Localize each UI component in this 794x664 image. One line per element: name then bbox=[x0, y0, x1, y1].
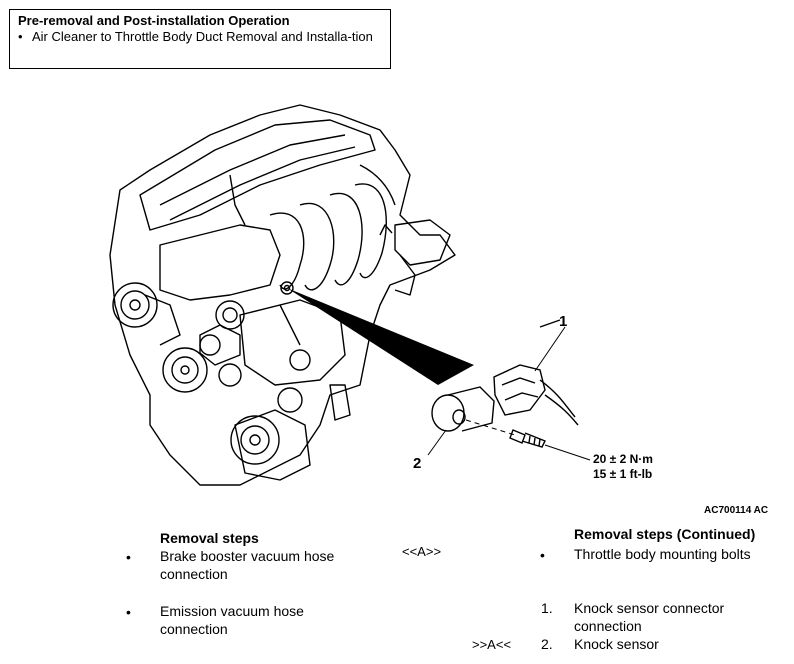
step-bullet: • bbox=[126, 604, 131, 620]
knock-sensor-drawing bbox=[431, 386, 495, 432]
step-number-2: 2. bbox=[541, 636, 553, 652]
leader-line-torque bbox=[544, 444, 591, 461]
leader-line-1 bbox=[534, 326, 566, 372]
removal-steps-heading: Removal steps bbox=[160, 530, 259, 546]
step-text-line: connection bbox=[160, 621, 228, 637]
step-brake-booster-hose: Brake booster vacuum hose connection bbox=[160, 547, 334, 583]
removal-steps-continued-heading: Removal steps (Continued) bbox=[574, 526, 756, 542]
step-number-1: 1. bbox=[541, 600, 553, 616]
callout-2: 2 bbox=[413, 455, 422, 472]
step-text-line: Throttle body mounting bolts bbox=[574, 546, 751, 562]
pre-removal-box: Pre-removal and Post-installation Operat… bbox=[9, 9, 391, 69]
callout-1: 1 bbox=[559, 313, 568, 330]
torque-nm: 20 ± 2 N·m bbox=[593, 452, 653, 466]
step-text-line: Emission vacuum hose bbox=[160, 603, 304, 619]
step-text-line: connection bbox=[160, 566, 228, 582]
bolt-drawing bbox=[509, 429, 546, 448]
step-bullet: • bbox=[126, 549, 131, 565]
pre-removal-title: Pre-removal and Post-installation Operat… bbox=[18, 13, 290, 28]
step-text-line: Knock sensor connector bbox=[574, 600, 725, 616]
step-text-line: Knock sensor bbox=[574, 636, 659, 652]
leader-line-2 bbox=[427, 429, 447, 456]
step-throttle-body-bolts: Throttle body mounting bolts bbox=[574, 545, 751, 563]
engine-knock-sensor-illustration bbox=[109, 104, 591, 486]
pre-removal-item: • Air Cleaner to Throttle Body Duct Remo… bbox=[18, 29, 382, 44]
step-text-line: connection bbox=[574, 618, 642, 634]
knock-sensor-connector-drawing bbox=[493, 319, 579, 426]
service-point-tag-a-install: >>A<< bbox=[472, 637, 512, 652]
step-text-line: Brake booster vacuum hose bbox=[160, 548, 335, 564]
step-emission-hose: Emission vacuum hose connection bbox=[160, 602, 304, 638]
pre-removal-item-text: Air Cleaner to Throttle Body Duct Remova… bbox=[32, 29, 373, 44]
step-knock-sensor: Knock sensor bbox=[574, 635, 659, 653]
step-bullet: • bbox=[540, 547, 545, 563]
service-point-tag-a-removal: <<A>> bbox=[402, 544, 442, 559]
engine-line-art bbox=[109, 104, 456, 486]
figure-id: AC700114 AC bbox=[704, 505, 769, 516]
pointer-wedge bbox=[287, 288, 474, 385]
torque-ftlb: 15 ± 1 ft-lb bbox=[593, 467, 653, 481]
bullet: • bbox=[18, 29, 23, 44]
step-knock-sensor-connector: Knock sensor connector connection bbox=[574, 599, 724, 635]
